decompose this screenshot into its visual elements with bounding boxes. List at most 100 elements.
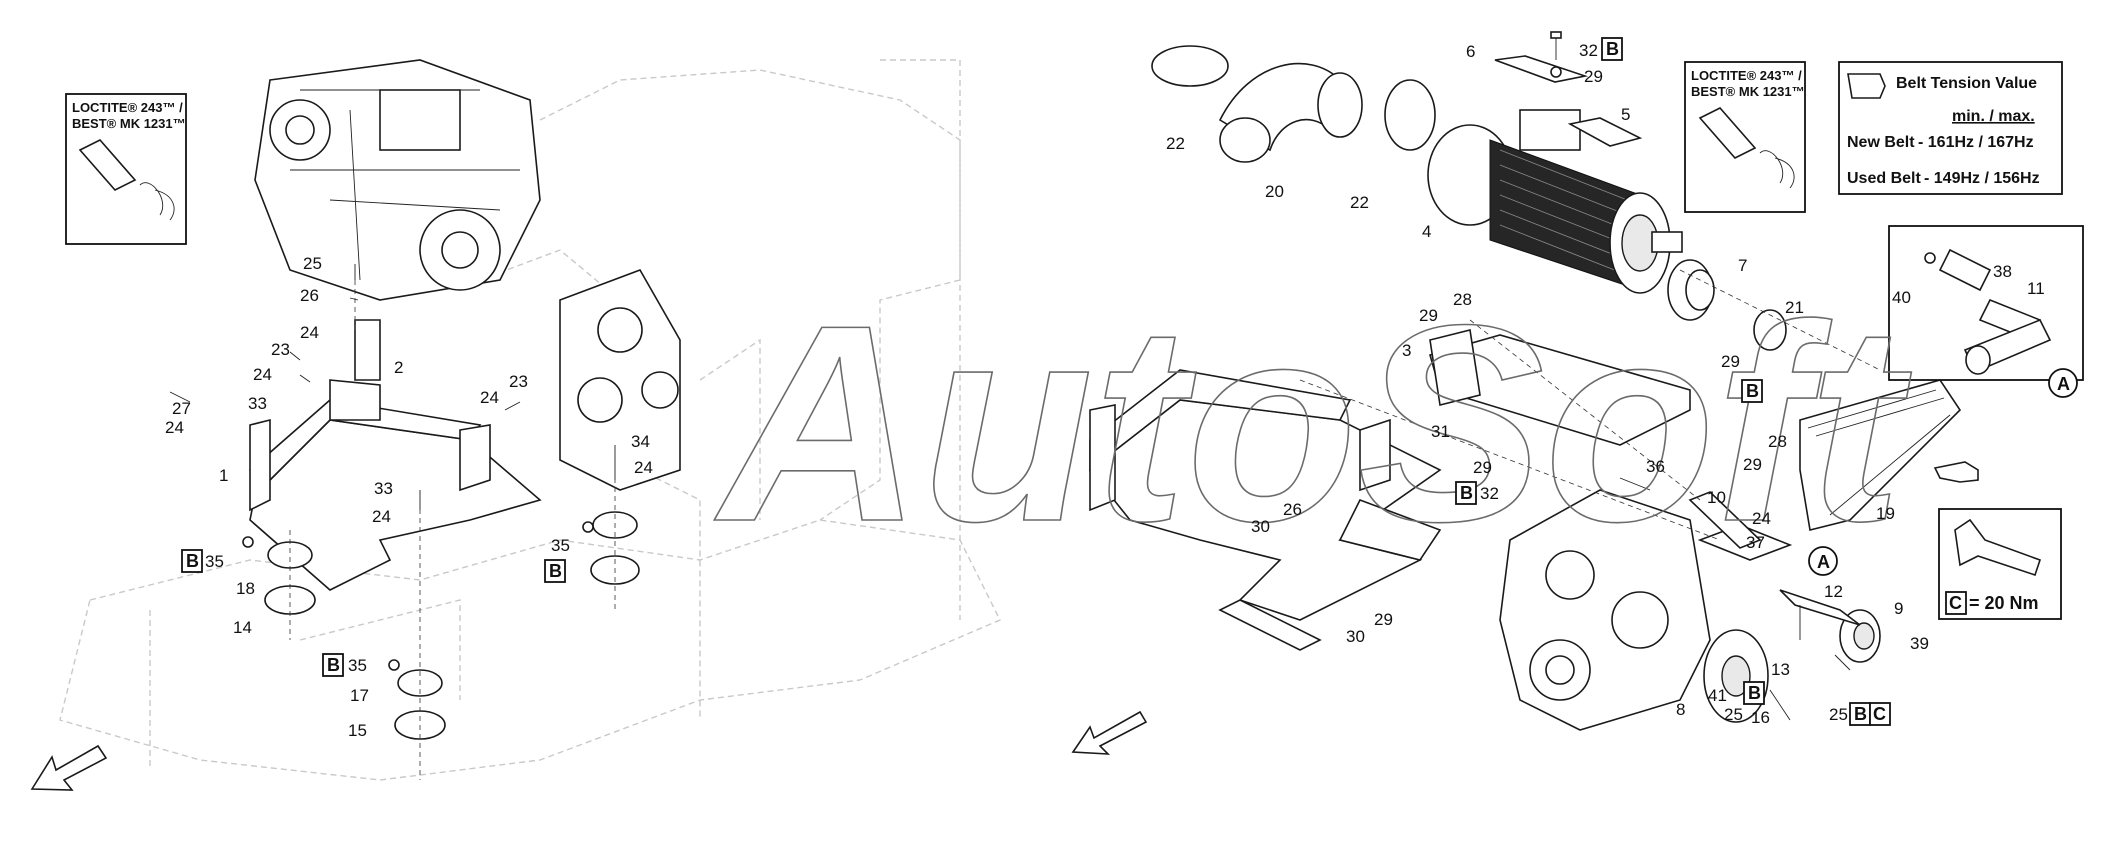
callout-35b: 35 (348, 656, 367, 675)
callout-15: 15 (348, 721, 367, 740)
hand-pointer-icon (1933, 461, 1979, 483)
code-c-1: C (1873, 704, 1886, 724)
belt-tension-header: min. / max. (1952, 108, 2035, 125)
code-b-8: B (1460, 483, 1473, 503)
direction-arrow-icon-right (1071, 710, 1148, 755)
callout-17: 17 (350, 686, 369, 705)
used-belt-value: - 149Hz / 156Hz (1924, 170, 2040, 187)
code-b-2: B (186, 551, 199, 571)
callout-36: 36 (1646, 457, 1665, 476)
used-belt-label: Used Belt (1847, 170, 1921, 187)
callout-24e: 24 (372, 507, 391, 526)
electric-motor (1427, 109, 1683, 294)
callout-5: 5 (1621, 105, 1630, 124)
callout-labels: 1 2 3 4 5 6 7 8 9 10 11 12 13 14 15 16 1… (82, 41, 2045, 740)
loctite-box-left: LOCTITE® 243™ / BEST® MK 1231™ (65, 93, 187, 245)
callout-21: 21 (1785, 298, 1804, 317)
loctite-right-line2: BEST® MK 1231™ (1691, 84, 1805, 99)
callout-22b: 22 (1350, 193, 1369, 212)
callout-18: 18 (236, 579, 255, 598)
callout-29b: 29 (1721, 352, 1740, 371)
tensioner-arm (1299, 269, 1881, 721)
callout-35c: 35 (551, 536, 570, 555)
frame-bracket-left (249, 319, 542, 591)
code-b-3: B (327, 655, 340, 675)
callout-13: 13 (1771, 660, 1790, 679)
loctite-left-line2: BEST® MK 1231™ (72, 116, 186, 131)
callout-19: 19 (1876, 504, 1895, 523)
callout-2: 2 (394, 358, 403, 377)
callout-30b: 30 (1346, 627, 1365, 646)
callout-24f: 24 (634, 458, 653, 477)
callout-1: 1 (219, 466, 228, 485)
code-b-7: B (1746, 381, 1759, 401)
wrench-icon (1954, 518, 2042, 577)
callout-24: 24 (300, 323, 319, 342)
callout-11: 11 (2027, 279, 2045, 298)
callout-8: 8 (1676, 700, 1685, 719)
callout-34: 34 (631, 432, 650, 451)
callout-6: 6 (1466, 42, 1475, 61)
callout-28: 28 (1453, 290, 1472, 309)
callout-31: 31 (1431, 422, 1450, 441)
callout-20: 20 (1265, 182, 1284, 201)
callout-32b: 32 (1480, 484, 1499, 503)
motor-mount-plate (1429, 329, 1691, 446)
loctite-left-line1: LOCTITE® 243™ / (72, 100, 183, 115)
new-belt-label: New Belt (1847, 134, 1915, 151)
loctite-box-right: LOCTITE® 243™ / BEST® MK 1231™ (1684, 61, 1806, 213)
callout-24c: 24 (165, 418, 184, 437)
torque-value: = 20 Nm (1969, 593, 2039, 613)
callout-25c: 25 (1829, 705, 1848, 724)
loctite-right-line1: LOCTITE® 243™ / (1691, 68, 1802, 83)
frame-bracket-right (1088, 369, 1442, 651)
callout-22: 22 (1166, 134, 1185, 153)
torque-code: C (1949, 593, 1962, 613)
callout-39: 39 (1910, 634, 1929, 653)
ghost-chassis-left (59, 59, 1001, 781)
gearbox-ghost-left (559, 269, 681, 491)
pulleys-and-belt (1667, 259, 1962, 723)
callout-29d: 29 (1473, 458, 1492, 477)
callout-33b: 33 (374, 479, 393, 498)
callout-24b: 24 (253, 365, 272, 384)
motor-top-plates (1494, 31, 1643, 147)
watermark: AutoSoft (711, 268, 1913, 580)
marker-a-1: A (2057, 374, 2070, 394)
detail-a-inset (1888, 225, 2084, 381)
callout-35: 35 (205, 552, 224, 571)
gearbox-right (1499, 489, 1711, 731)
callout-26: 26 (300, 286, 319, 305)
mounts-left (169, 264, 640, 780)
code-b-9: B (1748, 683, 1761, 703)
callout-38: 38 (1993, 262, 2012, 281)
callout-4: 4 (1422, 222, 1431, 241)
detail-a-markers: A A (1808, 368, 2078, 576)
engine-assembly-left (254, 59, 541, 301)
callout-14: 14 (233, 618, 252, 637)
callout-23b: 23 (509, 372, 528, 391)
callout-32: 32 (1579, 41, 1598, 60)
exhaust-elbow-and-clamps (1151, 45, 1436, 163)
callout-16: 16 (1751, 708, 1770, 727)
direction-arrow-icon-left (30, 744, 108, 791)
callout-29f: 29 (1584, 67, 1603, 86)
callout-23: 23 (271, 340, 290, 359)
callout-29: 29 (1419, 306, 1438, 325)
callout-28b: 28 (1768, 432, 1787, 451)
callout-27: 27 (172, 399, 191, 418)
callout-26b: 26 (1283, 500, 1302, 519)
callout-25b: 25 (1724, 705, 1743, 724)
code-b-4: B (549, 561, 562, 581)
callout-37: 37 (1746, 533, 1765, 552)
callout-7: 7 (1738, 256, 1747, 275)
callout-41: 41 (1708, 686, 1727, 705)
marker-a-2: A (1817, 552, 1830, 572)
code-b-10: B (1854, 704, 1867, 724)
callout-10: 10 (1707, 488, 1726, 507)
code-b-5: B (1606, 39, 1619, 59)
callout-24d: 24 (480, 388, 499, 407)
callout-25: 25 (303, 254, 322, 273)
